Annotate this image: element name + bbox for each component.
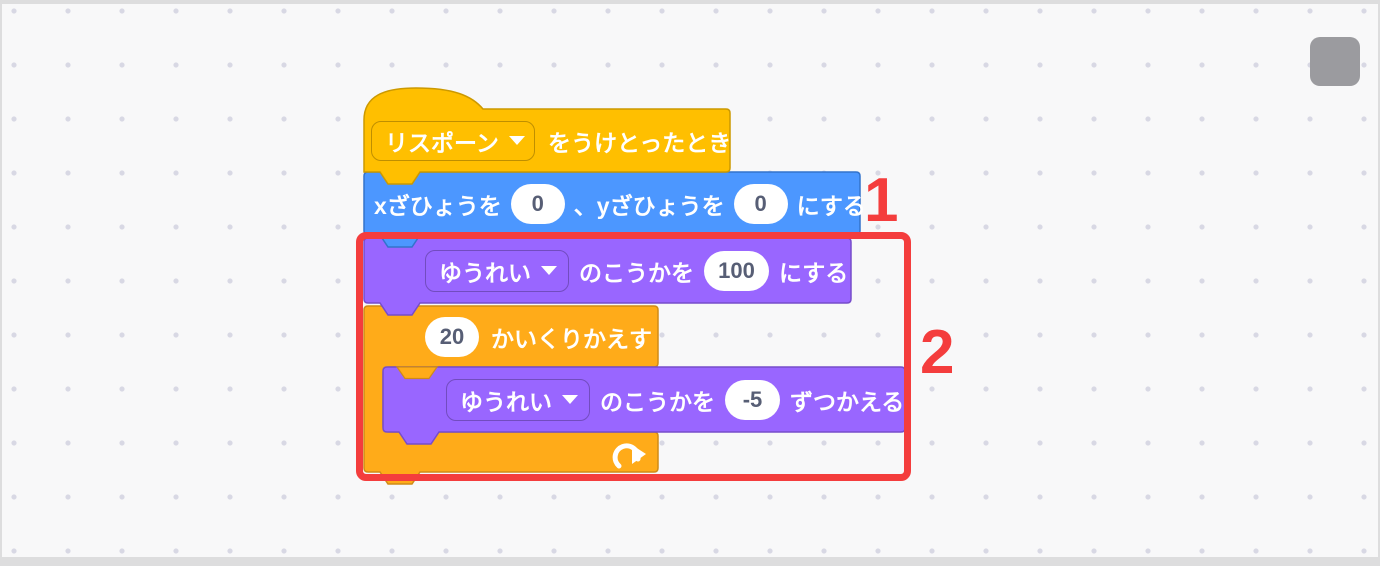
- broadcast-dropdown-value: リスポーン: [385, 129, 499, 156]
- repeat-times-input[interactable]: 20: [425, 316, 479, 357]
- loop-arrow-icon: [612, 443, 646, 469]
- set-effect-label-1: のこうかを: [579, 259, 694, 286]
- set-xy-label-2: 、yざひょうを: [573, 192, 725, 219]
- x-value-input[interactable]: 0: [510, 183, 565, 224]
- repeat-block[interactable]: 20 かいくりかえす: [364, 306, 719, 367]
- effect-dropdown[interactable]: ゆうれい: [425, 249, 569, 292]
- effect-dropdown[interactable]: ゆうれい: [446, 378, 590, 421]
- set-xy-block-shape[interactable]: [363, 171, 861, 248]
- scratch-code-workspace[interactable]: リスポーン をうけとったとき xざひょうを 0 、yざひょうを 0 にする ゆう…: [2, 4, 1378, 557]
- when-received-label: をうけとったとき: [548, 129, 732, 156]
- annotation-number-2: 2: [920, 318, 955, 387]
- dropdown-arrow-icon: [562, 395, 578, 404]
- gray-square-button[interactable]: [1310, 37, 1360, 86]
- set-effect-block[interactable]: ゆうれい のこうかを 100 にする: [364, 238, 912, 303]
- set-xy-label-1: xざひょうを: [374, 192, 502, 219]
- set-xy-block[interactable]: xざひょうを 0 、yざひょうを 0 にする: [364, 172, 870, 235]
- set-effect-label-2: にする: [779, 259, 849, 286]
- annotation-number-1: 1: [864, 166, 899, 235]
- effect-value-input[interactable]: 100: [704, 250, 769, 291]
- change-effect-label-1: のこうかを: [600, 388, 715, 415]
- effect-dropdown-value: ゆうれい: [439, 259, 531, 286]
- when-received-block[interactable]: リスポーン をうけとったとき: [364, 109, 737, 172]
- set-xy-label-3: にする: [796, 192, 866, 219]
- change-effect-label-2: ずつかえる: [790, 388, 905, 415]
- change-value-input[interactable]: -5: [725, 379, 780, 420]
- repeat-arm-bump: [395, 366, 439, 380]
- repeat-label: かいくりかえす: [491, 325, 652, 352]
- dropdown-arrow-icon: [508, 136, 525, 145]
- when-received-hat-shape[interactable]: [363, 87, 731, 185]
- dropdown-arrow-icon: [541, 266, 557, 275]
- broadcast-dropdown[interactable]: リスポーン: [371, 120, 535, 161]
- y-value-input[interactable]: 0: [733, 183, 788, 224]
- change-effect-block[interactable]: ゆうれい のこうかを -5 ずつかえる: [383, 367, 968, 432]
- effect-dropdown-value: ゆうれい: [460, 388, 552, 415]
